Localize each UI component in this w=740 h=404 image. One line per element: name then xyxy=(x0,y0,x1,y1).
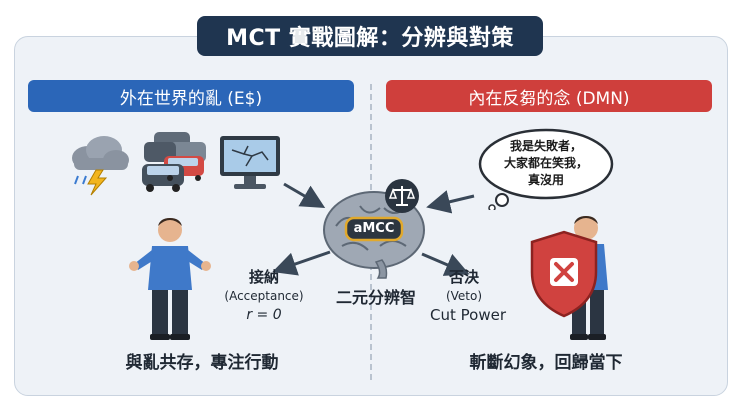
accept-sub: (Acceptance) xyxy=(224,289,304,303)
scales-icon xyxy=(385,179,419,213)
thought-text: 我是失敗者， 大家都在笑我， 真沒用 xyxy=(476,138,616,189)
center-caption: 二元分辨智 xyxy=(335,288,416,307)
accept-formula: r = 0 xyxy=(246,307,282,323)
arrow-brain-to-veto xyxy=(421,252,470,276)
left-footer: 與亂共存，專注行動 xyxy=(125,353,279,373)
traffic-jam-icon xyxy=(142,132,206,192)
thought-line-2: 大家都在笑我， xyxy=(503,156,588,170)
thought-line-1: 我是失敗者， xyxy=(509,139,582,153)
person-shrug-icon xyxy=(129,218,211,340)
amcc-highlight xyxy=(344,216,404,242)
arrow-brain-to-accept xyxy=(272,250,331,276)
accept-label: 接納 xyxy=(248,268,279,286)
thought-bubble-icon xyxy=(478,128,614,210)
storm-cloud-icon xyxy=(72,136,129,196)
right-header: 內在反芻的念 (DMN) xyxy=(386,80,712,112)
page-title: MCT 實戰圖解：分辨與對策 xyxy=(197,16,543,56)
veto-label: 否決 xyxy=(448,268,479,286)
broken-monitor-icon xyxy=(220,136,280,189)
thought-line-3: 真沒用 xyxy=(527,173,564,187)
left-header: 外在世界的亂 (E$) xyxy=(28,80,354,112)
right-footer: 斬斷幻象，回歸當下 xyxy=(469,353,623,373)
shield-x-icon xyxy=(530,216,608,340)
arrow-external-to-brain xyxy=(283,182,326,209)
veto-sub: (Veto) xyxy=(445,289,483,303)
arrow-internal-to-brain xyxy=(426,190,475,214)
veto-power: Cut Power xyxy=(430,306,506,324)
amcc-label: aMCC xyxy=(353,221,395,236)
